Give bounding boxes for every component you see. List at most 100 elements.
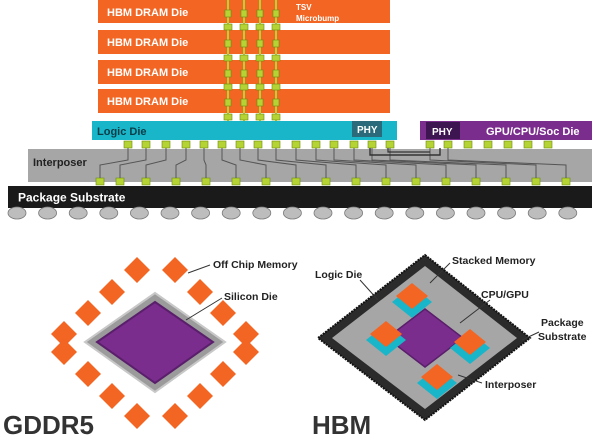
gpu-die-phy — [426, 122, 460, 139]
hbm-memory-stack — [421, 364, 453, 390]
off-chip-memory — [210, 300, 236, 326]
off-chip-memory — [75, 300, 101, 326]
gpu-die — [420, 121, 592, 140]
interposer-bump — [349, 140, 359, 149]
hbm-package-label-1: Package — [541, 317, 584, 329]
logic-die — [92, 121, 397, 140]
interposer-bump — [291, 140, 301, 149]
interposer-wire — [315, 148, 387, 178]
solder-ball — [160, 206, 180, 220]
hbm-memory-stack — [396, 283, 428, 309]
hbm-interposer-leader — [457, 374, 483, 384]
tsv — [256, 69, 264, 78]
off-chip-memory — [233, 339, 259, 365]
solder-ball — [558, 206, 578, 220]
interposer-bump — [123, 140, 133, 149]
interposer-wire — [447, 148, 567, 178]
substrate-bump — [115, 177, 125, 186]
microbump — [271, 83, 281, 91]
solder-ball — [435, 206, 455, 220]
hbm-cpu-gpu-label: CPU/GPU — [481, 289, 529, 301]
hbm-title: HBM — [312, 410, 371, 440]
tsv — [272, 69, 280, 78]
interposer-wire — [239, 148, 267, 178]
interposer-wiring — [95, 140, 571, 186]
hbm-stacked-memory — [366, 283, 490, 399]
off-chip-memory — [51, 321, 77, 347]
off-chip-memory — [162, 257, 188, 283]
logic-die-phy — [352, 121, 382, 137]
logic-die-phy-label: PHY — [357, 125, 378, 136]
off-chip-memory — [233, 321, 259, 347]
microbump-label: Microbump — [296, 14, 339, 23]
solder-ball — [221, 206, 241, 220]
solder-ball — [38, 206, 57, 220]
hbm-interposer-label: Interposer — [485, 379, 536, 391]
interposer-bump — [311, 140, 321, 149]
microbump — [255, 23, 265, 31]
substrate-bump — [321, 177, 331, 186]
package-substrate-label: Package Substrate — [18, 191, 126, 205]
substrate-bump — [261, 177, 271, 186]
interposer-bump — [425, 140, 435, 149]
gddr5-silicon-die — [95, 300, 215, 385]
microbump — [223, 23, 233, 31]
solder-balls — [7, 206, 578, 220]
microbump — [223, 83, 233, 91]
interposer-wire — [145, 148, 167, 178]
off-chip-memory — [99, 383, 125, 409]
hbm-package-label-2: Substrate — [538, 331, 587, 343]
hbm-dram-die-label-2: HBM DRAM Die — [107, 37, 188, 49]
interposer-wire — [175, 148, 187, 178]
phy-link — [387, 148, 430, 153]
substrate-bump — [291, 177, 301, 186]
microbump — [255, 113, 265, 121]
tsv — [272, 98, 280, 107]
microbump — [239, 23, 249, 31]
substrate-bump — [501, 177, 511, 186]
substrate-bump — [231, 177, 241, 186]
substrate-bump — [201, 177, 211, 186]
hbm-memory-stack — [454, 329, 486, 355]
solder-ball — [99, 206, 119, 220]
interposer-bump — [329, 140, 339, 149]
solder-ball — [497, 206, 517, 220]
tsv — [240, 69, 248, 78]
cross-section: Package Substrate Interposer Logic Die P… — [7, 0, 592, 220]
interposer-bump — [503, 140, 513, 149]
microbump — [271, 113, 281, 121]
tsv-label: TSV — [296, 3, 312, 12]
gddr5-offchip-leader — [187, 264, 211, 274]
tsv — [240, 9, 248, 18]
phy-link — [369, 148, 441, 156]
package-substrate — [8, 186, 592, 208]
tsv — [240, 39, 248, 48]
off-chip-memory — [99, 279, 125, 305]
gddr5-offchip-label: Off Chip Memory — [213, 259, 298, 271]
interposer-bump — [199, 140, 209, 149]
gpu-die-phy-label: PHY — [432, 127, 453, 138]
substrate-bump — [351, 177, 361, 186]
substrate-bump — [141, 177, 151, 186]
substrate-bump — [561, 177, 571, 186]
interposer-label: Interposer — [33, 157, 88, 169]
hbm-package-leader — [521, 331, 540, 341]
interposer-bump — [141, 140, 151, 149]
interposer-bump — [463, 140, 473, 149]
tsv-columns — [223, 0, 281, 121]
substrate-bump — [95, 177, 105, 186]
interposer-wire — [257, 148, 297, 178]
interposer-bump — [271, 140, 281, 149]
solder-ball — [252, 206, 272, 220]
interposer-bump — [443, 140, 453, 149]
hbm-dram-die-label-3: HBM DRAM Die — [107, 67, 188, 79]
interposer-bump — [253, 140, 263, 149]
tsv — [240, 98, 248, 107]
hbm-diagram: Logic Die Stacked Memory CPU/GPU Package… — [312, 253, 587, 440]
interposer-bump — [161, 140, 171, 149]
tsv — [256, 9, 264, 18]
hbm-stacked-label: Stacked Memory — [452, 255, 536, 267]
interposer-wire — [389, 148, 507, 178]
substrate-bump — [171, 177, 181, 186]
off-chip-memory — [124, 257, 150, 283]
